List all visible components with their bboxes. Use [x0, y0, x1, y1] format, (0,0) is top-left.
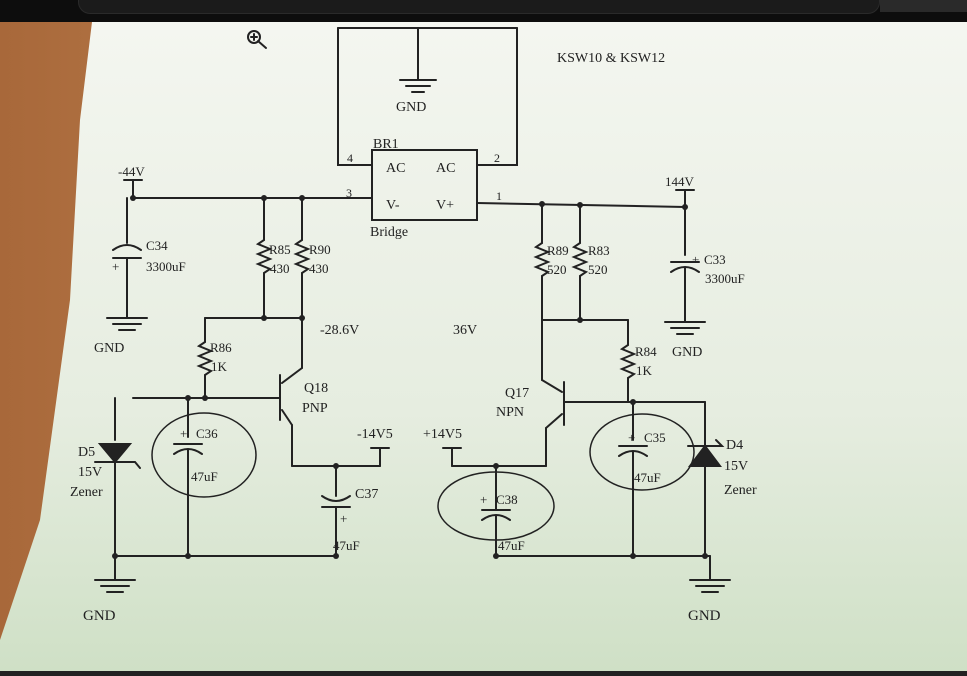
c35-label: C35: [644, 430, 666, 445]
gnd-label-c33: GND: [672, 345, 702, 360]
bridge-pin-vneg: V-: [386, 198, 400, 213]
q18-type: PNP: [302, 401, 328, 416]
r90-value: 430: [309, 261, 329, 276]
r86-value: 1K: [211, 359, 228, 374]
title-bar-pill: [78, 0, 880, 14]
c38-label: C38: [496, 492, 518, 507]
c34-value: 3300uF: [146, 259, 186, 274]
r86-label: R86: [210, 340, 232, 355]
neg44-label: -44V: [118, 164, 145, 179]
ground-symbol-c34: [106, 317, 148, 331]
r84-label: R84: [635, 344, 657, 359]
c34-label: C34: [146, 238, 168, 253]
d4-label: D4: [726, 438, 743, 453]
wire-ac-right: [476, 27, 518, 166]
gnd-label-bottom-left: GND: [83, 608, 116, 624]
r85-resistor: [255, 239, 273, 274]
d5-voltage: 15V: [78, 465, 102, 480]
r83-label: R83: [588, 243, 610, 258]
gnd-label-c34: GND: [94, 341, 124, 356]
bridge-pin-vpos: V+: [436, 198, 454, 213]
r89-label: R89: [547, 243, 569, 258]
c38-plus: +: [480, 492, 487, 507]
d5-type: Zener: [70, 485, 103, 500]
r85-label: R85: [269, 242, 291, 257]
r84-value: 1K: [636, 363, 653, 378]
c36-plus: +: [180, 426, 187, 441]
c37-label: C37: [355, 487, 378, 502]
c35-plus: +: [628, 430, 635, 445]
r89-value: 520: [547, 262, 567, 277]
q18-label: Q18: [304, 381, 328, 396]
pin-4: 4: [347, 151, 353, 165]
gnd-label-top: GND: [396, 100, 426, 115]
r83-resistor: [571, 242, 589, 277]
c37-value: 47uF: [333, 538, 360, 553]
pin-3: 3: [346, 186, 352, 200]
r86-resistor: [196, 341, 214, 376]
ground-symbol-c33: [664, 321, 706, 335]
pin-2: 2: [494, 151, 500, 165]
c36-highlight-circle: [151, 412, 257, 498]
br1-label: BR1: [373, 137, 399, 152]
c36-value: 47uF: [191, 469, 218, 484]
c37-plus: +: [340, 511, 347, 526]
gnd-label-bottom-right: GND: [688, 608, 721, 624]
ground-symbol-bottom-left: [94, 579, 136, 593]
junction-dots: [112, 195, 708, 559]
schematic-svg: KSW10 & KSW12 GND BR1 AC AC V- V+ Bridge…: [0, 22, 967, 671]
c33-value: 3300uF: [705, 271, 745, 286]
pos44-label: 144V: [665, 174, 695, 189]
schematic-photo: KSW10 & KSW12 GND BR1 AC AC V- V+ Bridge…: [0, 22, 967, 671]
q17-type: NPN: [496, 405, 524, 420]
c36-label: C36: [196, 426, 218, 441]
c38-value: 47uF: [498, 538, 525, 553]
ground-symbol-bottom-right: [689, 579, 731, 593]
r89-resistor: [533, 242, 551, 277]
title-bar-tab: [880, 0, 967, 12]
pin-1: 1: [496, 189, 502, 203]
r84-resistor: [619, 344, 637, 379]
bridge-pin-ac2: AC: [436, 161, 455, 176]
magnifier-icon: [247, 30, 267, 49]
r83-value: 520: [588, 262, 608, 277]
q17-label: Q17: [505, 386, 529, 401]
c34-capacitor-plate: [112, 244, 142, 251]
d5-label: D5: [78, 445, 95, 460]
neg28-label: -28.6V: [320, 323, 359, 338]
c38-highlight-circle: [437, 471, 555, 541]
bridge-rectifier: [371, 149, 478, 221]
page-title: KSW10 & KSW12: [557, 51, 665, 66]
c33-label: C33: [704, 252, 726, 267]
pos14-label: +14V5: [423, 427, 462, 442]
c35-value: 47uF: [634, 470, 661, 485]
c37-capacitor: [321, 495, 351, 502]
ground-symbol-top: [399, 79, 437, 93]
r85-value: 430: [270, 261, 290, 276]
r90-label: R90: [309, 242, 331, 257]
d4-type: Zener: [724, 483, 757, 498]
neg14-label: -14V5: [357, 427, 393, 442]
paper-sheet: [0, 22, 967, 671]
pos36-label: 36V: [453, 323, 477, 338]
bridge-label: Bridge: [370, 225, 408, 240]
bridge-pin-ac1: AC: [386, 161, 405, 176]
c34-plus: +: [112, 259, 119, 274]
d4-voltage: 15V: [724, 459, 748, 474]
c33-plus: +: [692, 252, 699, 267]
wire-ac-left: [337, 27, 373, 166]
d5-zener-diode: [97, 443, 133, 464]
r90-resistor: [293, 239, 311, 274]
video-top-bar: [0, 0, 967, 22]
c35-highlight-circle: [589, 413, 695, 491]
